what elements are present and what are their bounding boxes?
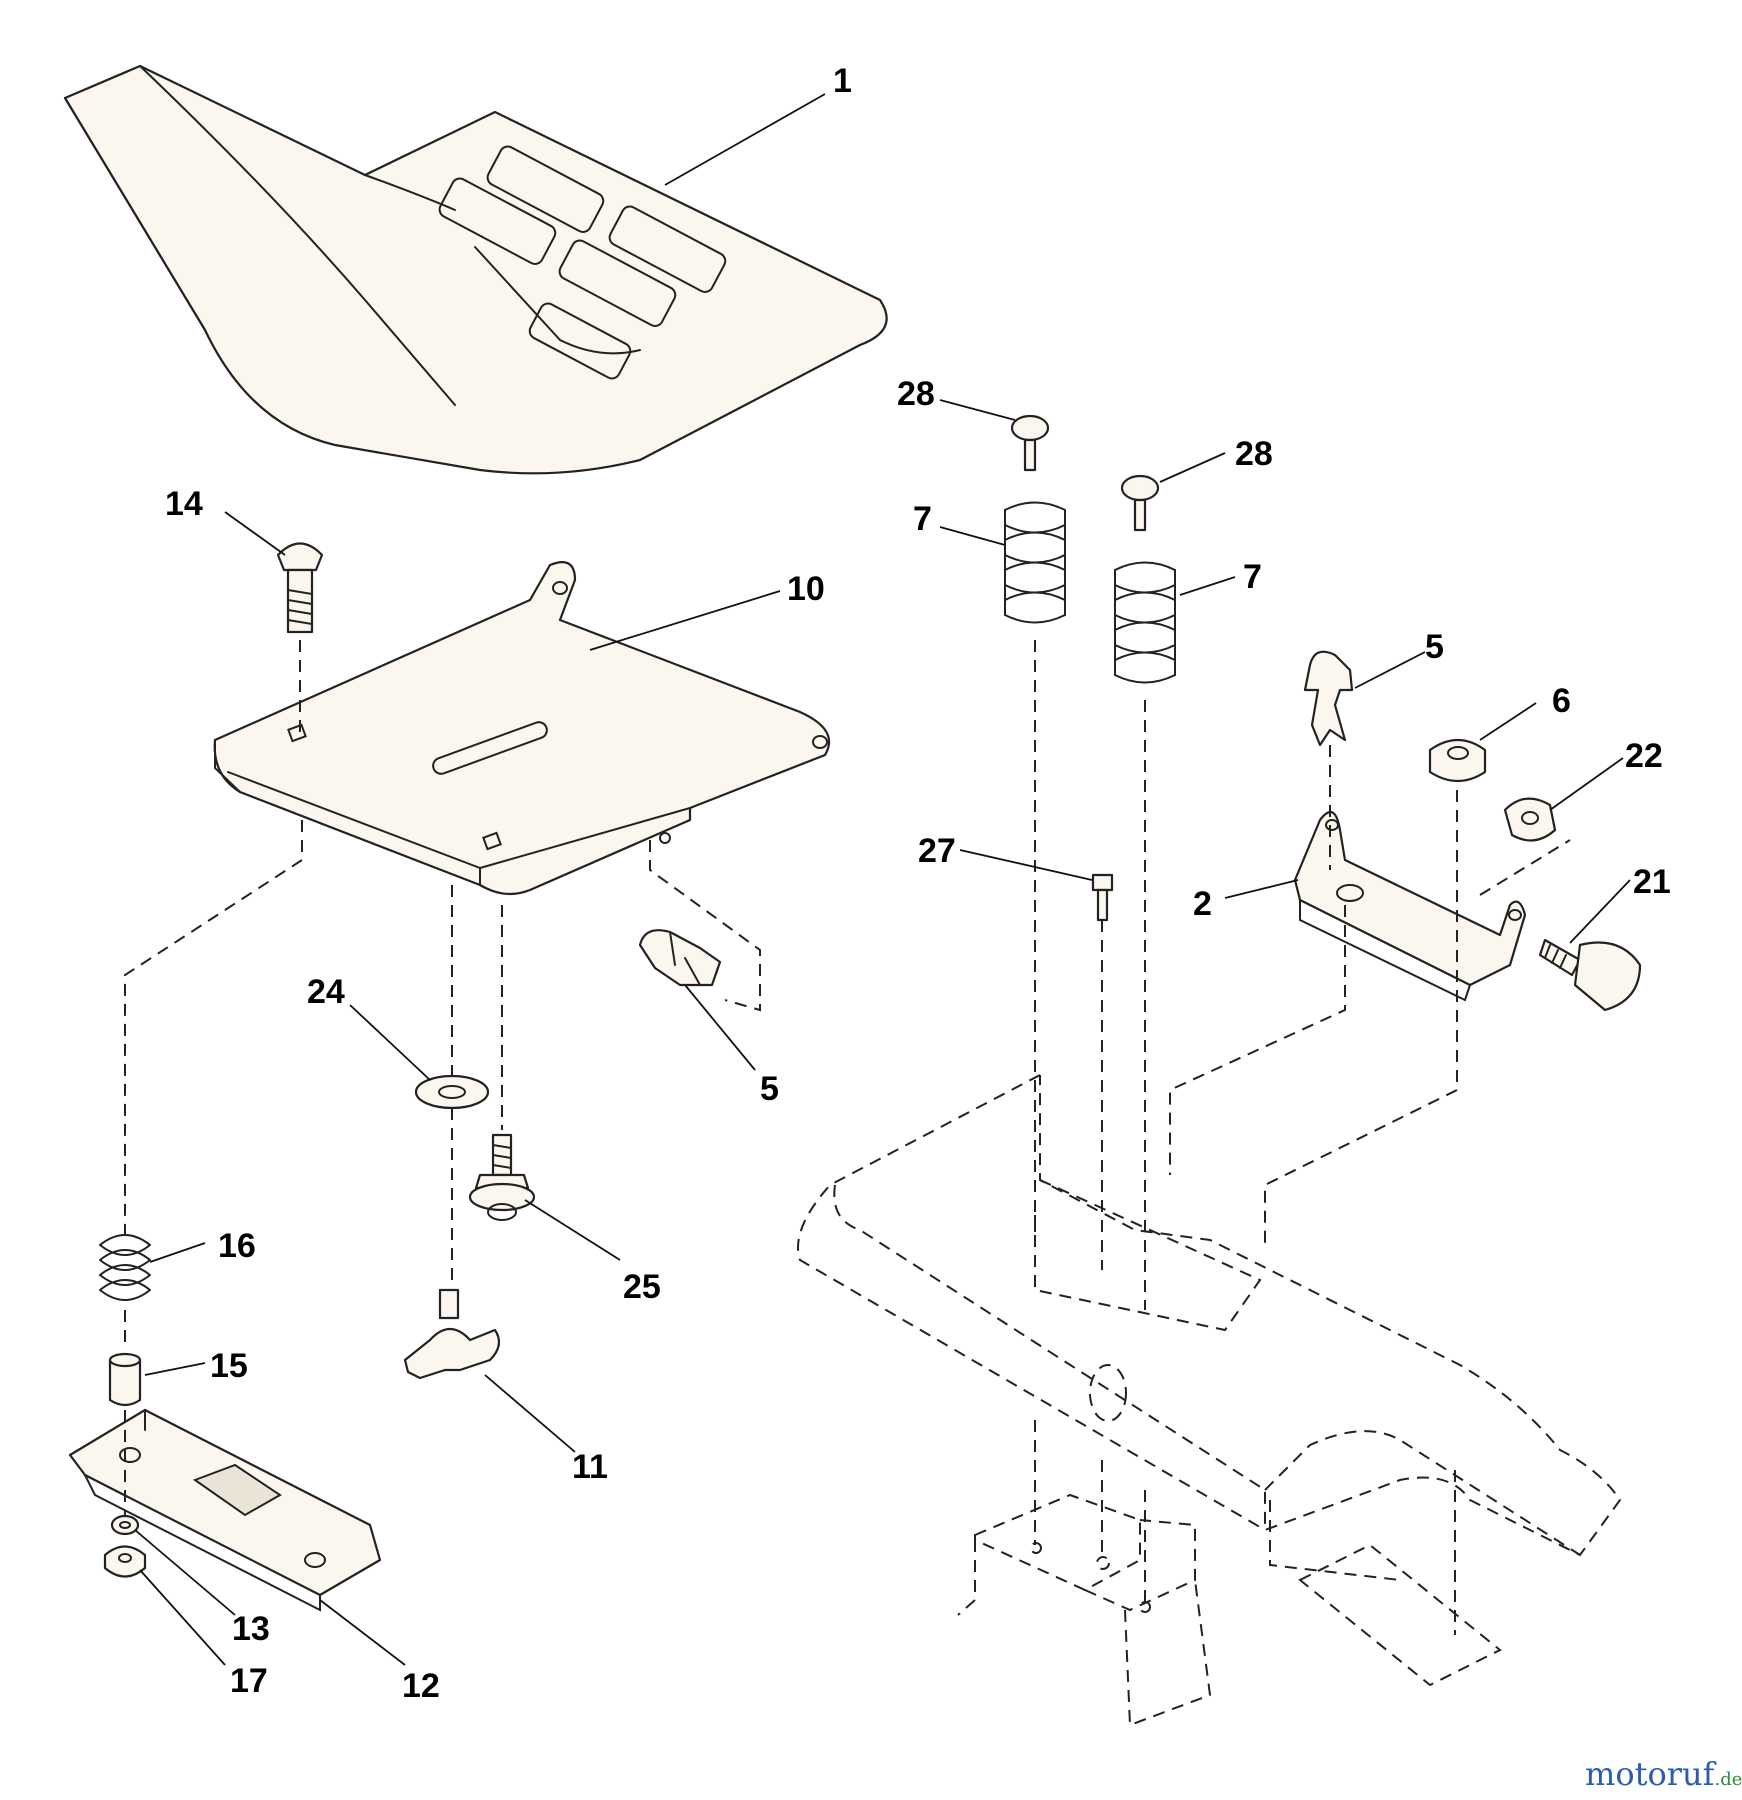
callout-5-right: 5 — [1425, 628, 1444, 666]
callout-7-left: 7 — [913, 500, 932, 538]
callout-5-left: 5 — [760, 1070, 779, 1108]
spring-small-part — [99, 1234, 151, 1301]
flange-nut-part — [1503, 797, 1557, 842]
callout-28-left: 28 — [897, 375, 935, 413]
carriage-bolt-part — [276, 542, 324, 634]
lock-nut-part — [1428, 738, 1487, 783]
callout-14: 14 — [165, 485, 203, 523]
callout-12: 12 — [402, 1667, 440, 1705]
callout-17: 17 — [230, 1662, 268, 1700]
leader-lines — [134, 93, 1631, 1666]
callout-28-right: 28 — [1235, 435, 1273, 473]
clip-right-part — [1303, 650, 1354, 747]
callout-11: 11 — [572, 1448, 608, 1486]
clip-left-part — [638, 929, 722, 987]
callout-13: 13 — [232, 1610, 270, 1648]
callout-15: 15 — [210, 1347, 248, 1385]
callout-22: 22 — [1625, 737, 1663, 775]
pivot-bracket-part — [1293, 810, 1527, 1002]
frame-outline — [797, 1074, 1622, 1727]
spring-7-right-part — [1114, 561, 1176, 684]
nut-13-part — [110, 1514, 140, 1536]
knob-part — [403, 1288, 501, 1380]
seat-part — [63, 64, 888, 475]
callout-6: 6 — [1552, 682, 1571, 720]
screw-28-right-part — [1120, 474, 1160, 532]
callout-1: 1 — [833, 62, 852, 100]
callout-labels: 1 14 10 28 28 7 7 5 6 22 21 27 2 5 24 25… — [165, 62, 1671, 1705]
shoulder-bolt-21-part — [1538, 938, 1642, 1012]
bracket-plate-part — [68, 1408, 382, 1612]
callout-25: 25 — [623, 1268, 661, 1306]
bushing-part — [108, 1352, 142, 1407]
callout-2: 2 — [1193, 885, 1212, 923]
spring-7-left-part — [1004, 501, 1066, 624]
shoulder-bolt-part — [468, 1133, 536, 1221]
washer-part — [414, 1074, 490, 1110]
callout-7-right: 7 — [1243, 558, 1262, 596]
seat-pan-part — [213, 561, 831, 896]
assembly-lines — [124, 640, 1571, 1635]
screw-27-part — [1091, 873, 1114, 922]
screw-28-left-part — [1010, 414, 1050, 472]
nut-17-part — [103, 1545, 147, 1578]
callout-10: 10 — [787, 570, 825, 608]
callout-16: 16 — [218, 1227, 256, 1265]
callout-24: 24 — [307, 973, 345, 1011]
watermark-logo: motoruf.de — [1585, 1755, 1742, 1793]
callout-21: 21 — [1633, 863, 1671, 901]
callout-27: 27 — [918, 832, 956, 870]
